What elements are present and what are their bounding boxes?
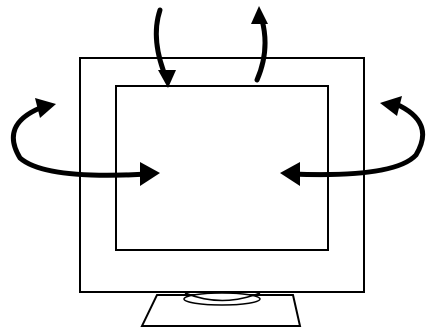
- swivel-right-tail-icon: [380, 96, 402, 116]
- swivel-left-tail-icon: [35, 98, 56, 118]
- tilt-up-arrowhead-icon: [251, 6, 268, 24]
- stand-swivel: [184, 293, 260, 305]
- monitor-stand: [142, 293, 300, 326]
